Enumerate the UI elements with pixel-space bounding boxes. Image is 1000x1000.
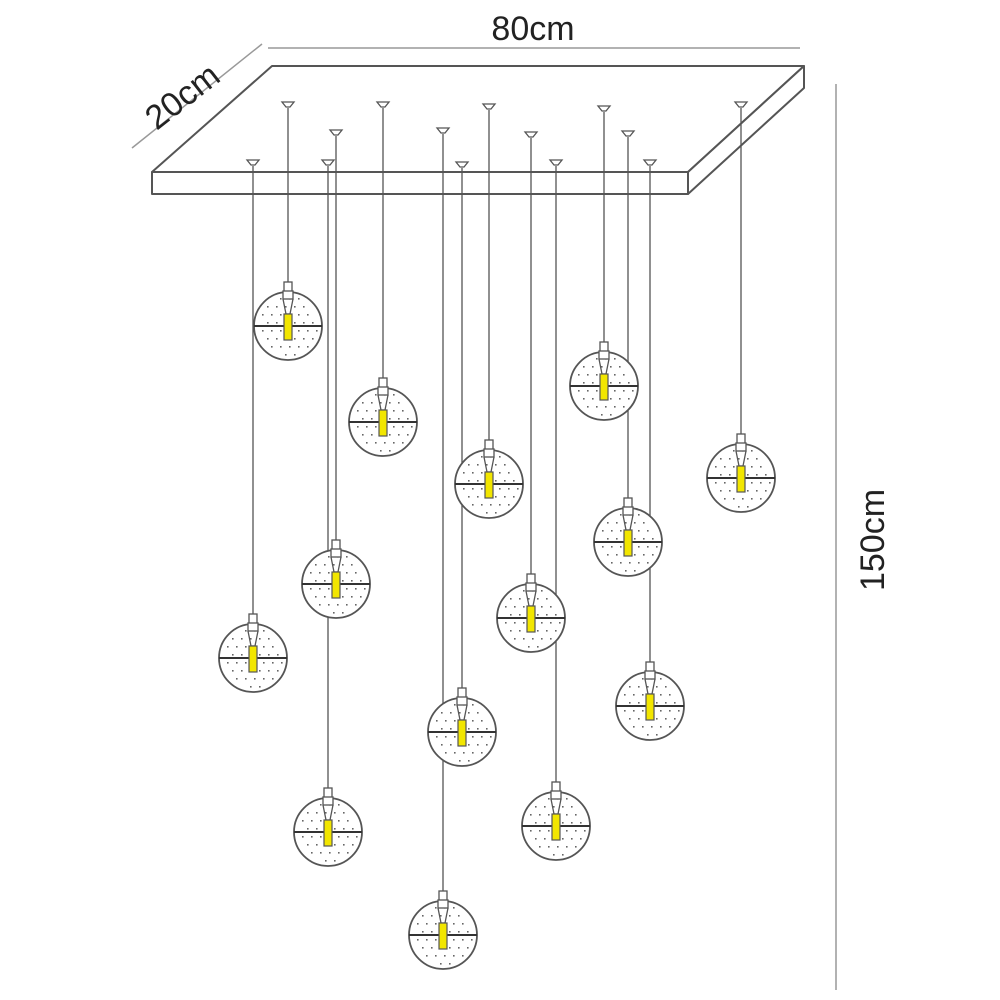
glass-bubbles	[624, 678, 680, 736]
lamp-socket	[483, 448, 495, 458]
dimension-lines	[131, 43, 837, 990]
ceiling-hook	[454, 161, 470, 168]
led-bulb	[645, 693, 655, 721]
depth-dimension-line	[131, 43, 263, 149]
glass-bubbles	[602, 514, 658, 572]
led-bulb	[526, 605, 536, 633]
pendant-globe	[569, 341, 639, 421]
lamp-socket	[525, 582, 537, 592]
ceiling-hook	[320, 159, 336, 166]
lamp-socket	[622, 506, 634, 516]
ceiling-hook	[481, 103, 497, 110]
ceiling-hook	[435, 127, 451, 134]
led-bulb	[323, 819, 333, 847]
led-bulb	[551, 813, 561, 841]
pendant-globe	[301, 539, 371, 619]
ceiling-canopy	[151, 65, 805, 195]
ceiling-hook	[328, 129, 344, 136]
lamp-socket	[644, 670, 656, 680]
ceiling-hook	[548, 159, 564, 166]
glass-bubbles	[310, 556, 366, 614]
pendant-globe	[218, 613, 288, 693]
ceiling-hook	[245, 159, 261, 166]
ceiling-hook	[375, 101, 391, 108]
pendant-globe	[496, 573, 566, 653]
led-bulb	[599, 373, 609, 401]
ceiling-hook	[523, 131, 539, 138]
led-bulb	[331, 571, 341, 599]
pendant-globe	[454, 439, 524, 519]
height-label: 150cm	[854, 489, 892, 591]
led-bulb	[283, 313, 293, 341]
lamp-socket	[247, 622, 259, 632]
glass-bubbles	[505, 590, 561, 648]
lamp-socket	[550, 790, 562, 800]
lamp-socket	[456, 696, 468, 706]
lamp-socket	[437, 899, 449, 909]
ceiling-hook	[596, 105, 612, 112]
pendant-globe	[521, 781, 591, 861]
ceiling-hook	[280, 101, 296, 108]
pendant-globes	[218, 281, 776, 970]
pendant-globe	[293, 787, 363, 867]
ceiling-hook	[642, 159, 658, 166]
pendant-globe	[408, 890, 478, 970]
ceiling-hook	[620, 130, 636, 137]
pendant-globe	[348, 377, 418, 457]
led-bulb	[623, 529, 633, 557]
led-bulb	[248, 645, 258, 673]
lamp-socket	[598, 350, 610, 360]
lamp-socket	[322, 796, 334, 806]
ceiling-hook	[733, 101, 749, 108]
lamp-socket	[330, 548, 342, 558]
led-bulb	[438, 922, 448, 950]
led-bulb	[378, 409, 388, 437]
canopy-front-face	[151, 171, 689, 195]
lamp-socket	[377, 386, 389, 396]
pendant-globe	[615, 661, 685, 741]
pendant-globe	[253, 281, 323, 361]
led-bulb	[736, 465, 746, 493]
lamp-socket	[735, 442, 747, 452]
pendant-globe	[706, 433, 776, 513]
lamp-socket	[282, 290, 294, 300]
led-bulb	[457, 719, 467, 747]
glass-bubbles	[715, 450, 771, 508]
pendant-globe	[427, 687, 497, 767]
glass-bubbles	[262, 298, 318, 356]
glass-bubbles	[417, 907, 473, 965]
suspension-cords	[245, 101, 749, 891]
pendant-globe	[593, 497, 663, 577]
led-bulb	[484, 471, 494, 499]
width-label: 80cm	[491, 10, 574, 48]
